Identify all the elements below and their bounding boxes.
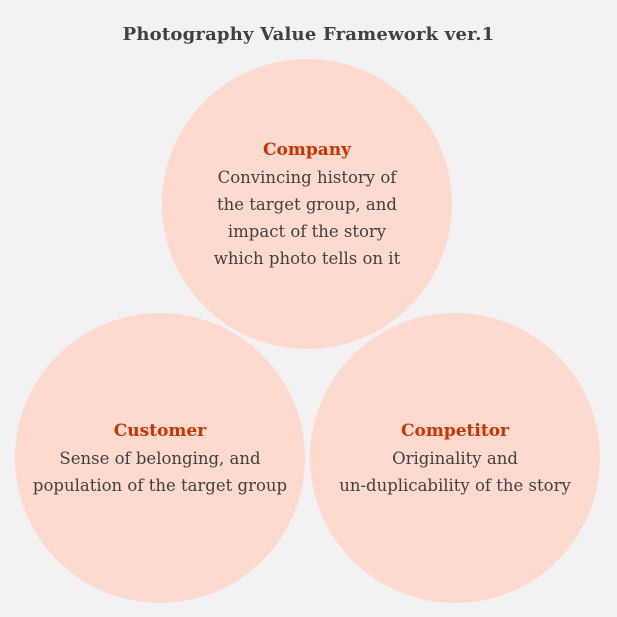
diagram-title: Photography Value Framework ver.1 bbox=[122, 24, 495, 45]
customer-text-line: Sense of belonging, and bbox=[59, 448, 261, 468]
customer-text-line: population of the target group bbox=[32, 475, 288, 495]
competitor-text-line: Originality and bbox=[392, 448, 518, 468]
company-text-line: which photo tells on it bbox=[213, 248, 401, 268]
company-text-line: impact of the story bbox=[227, 221, 387, 241]
competitor-text-line: un-duplicability of the story bbox=[339, 475, 571, 495]
customer-circle: Customer Sense of belonging, and populat… bbox=[15, 313, 305, 603]
competitor-heading: Competitor bbox=[400, 420, 510, 441]
company-circle: Company Convincing history of the target… bbox=[162, 59, 452, 349]
company-text-line: the target group, and bbox=[217, 194, 397, 214]
customer-heading: Customer bbox=[113, 420, 207, 441]
competitor-circle: Competitor Originality and un-duplicabil… bbox=[310, 313, 600, 603]
company-text-line: Convincing history of bbox=[217, 167, 397, 187]
company-heading: Company bbox=[263, 139, 351, 160]
